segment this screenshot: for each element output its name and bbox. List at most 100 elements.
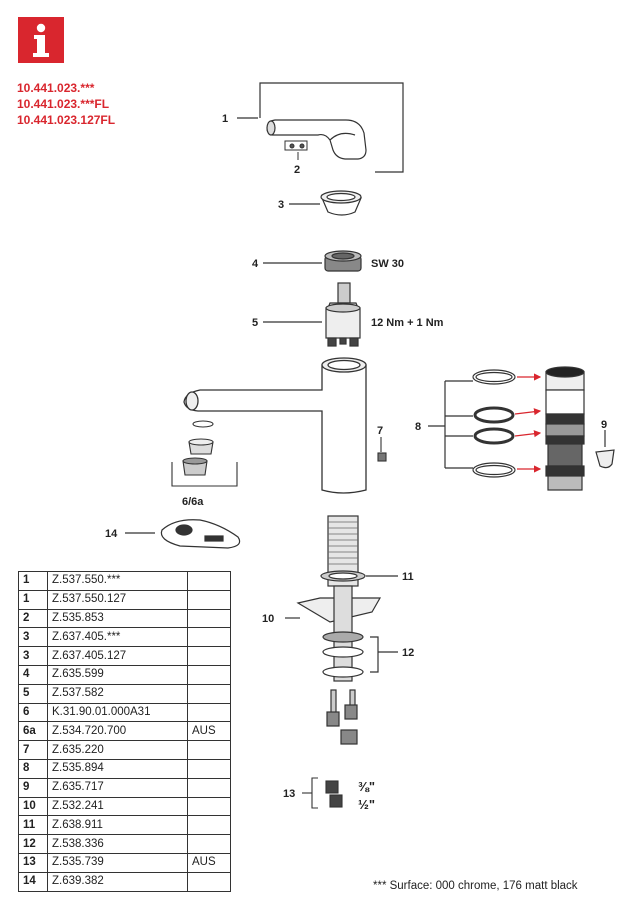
part-note-cell (187, 589, 231, 610)
part-note-cell (187, 683, 231, 704)
part-code-cell: Z.532.241 (47, 796, 188, 817)
thread-3-8: ⅜" (358, 779, 375, 794)
part-note-cell (187, 664, 231, 685)
callout-9: 9 (601, 419, 607, 431)
callout-4: 4 (252, 258, 259, 270)
part-number-cell: 3 (18, 646, 48, 666)
model-number: 10.441.023.127FL (17, 113, 116, 127)
callout-2: 2 (294, 164, 300, 176)
part-code-cell: Z.635.220 (47, 740, 188, 760)
part-2-screws (284, 140, 308, 160)
part-number-cell: 13 (18, 852, 48, 873)
part-number-cell: 1 (18, 589, 48, 610)
callout-1: 1 (222, 113, 228, 125)
part-note-cell: AUS (187, 852, 231, 873)
part-number-cell: 10 (18, 796, 48, 817)
part-code-cell: Z.534.720.700 (47, 721, 188, 742)
part-5-cartridge (263, 282, 361, 347)
part-number-cell: 14 (18, 871, 48, 892)
part-4-nut (263, 250, 362, 272)
part-code-cell: Z.635.599 (47, 664, 188, 685)
part-note-cell (187, 571, 231, 591)
part-number-cell: 6a (18, 721, 48, 742)
callout-12: 12 (402, 647, 414, 659)
part-code-cell: Z.637.405.*** (47, 627, 188, 648)
part-number-cell: 12 (18, 834, 48, 854)
part-number-cell: 7 (18, 740, 48, 760)
torque-annotation: 12 Nm + 1 Nm (371, 317, 444, 329)
part-note-cell (187, 871, 231, 892)
model-number: 10.441.023.***FL (17, 97, 110, 111)
part-3-cover (289, 190, 362, 216)
part-note-cell (187, 646, 231, 666)
part-code-cell: Z.639.382 (47, 871, 188, 892)
part-note-cell (187, 777, 231, 798)
part-10-mounting (285, 515, 398, 745)
callout-6: 6/6a (182, 496, 204, 508)
callout-3: 3 (278, 199, 284, 211)
callout-5: 5 (252, 317, 258, 329)
part-code-cell: Z.537.582 (47, 683, 188, 704)
part-number-cell: 8 (18, 758, 48, 779)
part-6-aerator (171, 420, 238, 487)
callout-7: 7 (377, 425, 383, 437)
part-9-clip (595, 430, 615, 469)
info-icon (18, 17, 64, 63)
part-7-screw (377, 437, 387, 462)
part-note-cell (187, 815, 231, 836)
part-code-cell: Z.537.550.127 (47, 589, 188, 610)
part-note-cell: AUS (187, 721, 231, 742)
tap-body (183, 357, 367, 494)
part-note-cell (187, 758, 231, 779)
part-code-cell: K.31.90.01.000A31 (47, 702, 188, 723)
part-number-cell: 11 (18, 815, 48, 836)
part-8-body (545, 366, 585, 491)
surface-footnote: *** Surface: 000 chrome, 176 matt black (373, 880, 578, 892)
part-note-cell (187, 608, 231, 629)
callout-11: 11 (402, 571, 414, 583)
part-note-cell (187, 627, 231, 648)
part-note-cell (187, 740, 231, 760)
part-number-cell: 2 (18, 608, 48, 629)
callout-8: 8 (415, 421, 421, 433)
part-14-base-plate (125, 519, 241, 549)
part-note-cell (187, 702, 231, 723)
callout-13: 13 (283, 788, 295, 800)
part-code-cell: Z.638.911 (47, 815, 188, 836)
callout-10: 10 (262, 613, 274, 625)
part-number-cell: 9 (18, 777, 48, 798)
thread-1-2: ½" (358, 797, 375, 812)
part-code-cell: Z.637.405.127 (47, 646, 188, 666)
part-1-handle (237, 82, 404, 173)
part-number-cell: 4 (18, 664, 48, 685)
part-13-connectors (302, 777, 343, 809)
part-code-cell: Z.538.336 (47, 834, 188, 854)
part-number-cell: 3 (18, 627, 48, 648)
part-code-cell: Z.535.739 (47, 852, 188, 873)
sw-annotation: SW 30 (371, 258, 404, 270)
part-8-seals (428, 369, 542, 478)
part-code-cell: Z.635.717 (47, 777, 188, 798)
part-number-cell: 1 (18, 571, 48, 591)
callout-14: 14 (105, 528, 118, 540)
part-code-cell: Z.537.550.*** (47, 571, 188, 591)
